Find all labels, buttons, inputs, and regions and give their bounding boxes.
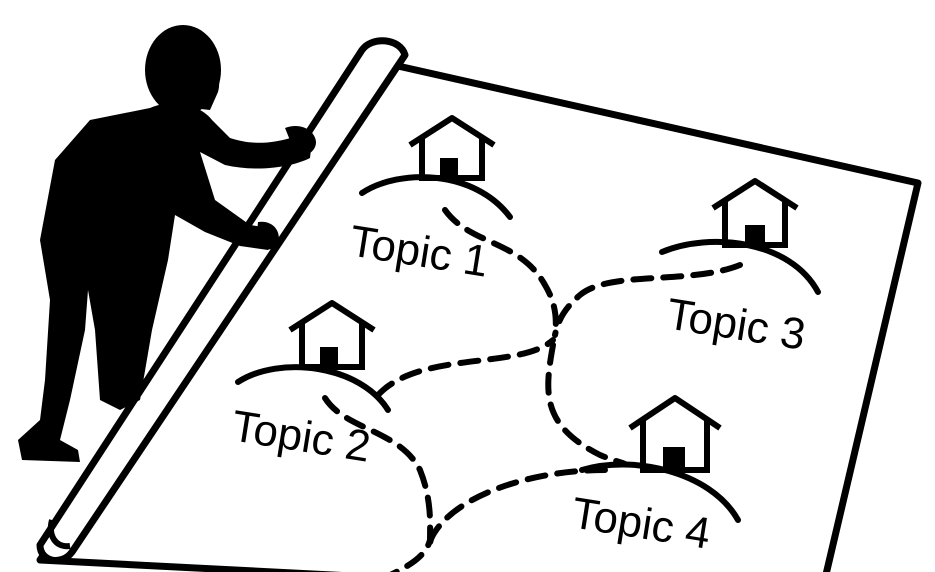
dashed-paths — [322, 207, 743, 572]
path-topic2-to-junction — [375, 337, 556, 398]
path-topic3-to-junction — [552, 262, 743, 338]
house-icon — [711, 178, 799, 248]
house-icon — [408, 115, 496, 181]
path-topic4-to-bottom — [427, 467, 608, 548]
path-topic1-to-junction — [442, 207, 559, 338]
path-topic2-down — [322, 395, 434, 572]
path-junction-to-topic4 — [545, 342, 628, 467]
scroll-roll — [36, 37, 409, 564]
person-silhouette — [18, 25, 316, 462]
house-icon — [288, 300, 376, 370]
house-icon — [628, 395, 722, 473]
